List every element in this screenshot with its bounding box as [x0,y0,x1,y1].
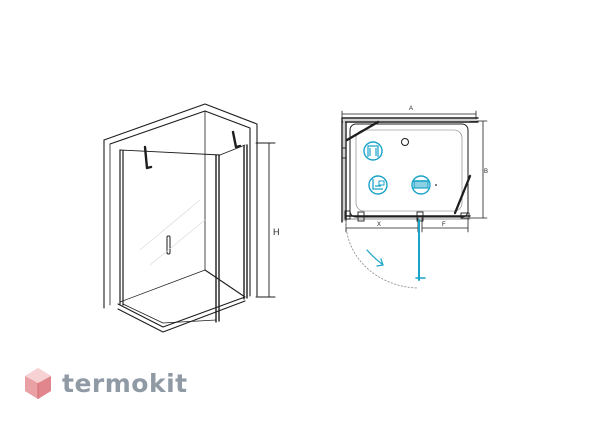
depth-b-label: B [484,169,488,175]
faucet-icon [368,175,388,195]
front-right-profile [243,144,248,300]
shower-top-view [341,110,488,289]
door-swing-arc [345,221,419,289]
plan-wall [341,117,479,223]
termokit-logo-icon [25,368,51,399]
plan-icons [363,141,431,195]
wall-outline [103,103,258,309]
plan-stabiliser-left [345,120,380,142]
drain-icon [401,138,409,146]
door-swing-arrow-icon [366,249,383,265]
glass-reflection [139,199,206,266]
plan-stabiliser-right [453,174,472,215]
fixed-f-dimension [421,217,469,233]
plan-right-end [460,212,470,219]
glass-bottom [122,303,217,324]
arrow-head [376,258,384,267]
shower-3d-view [103,103,276,333]
plan-tray-inner [355,129,463,212]
door-open-indicator [366,219,426,281]
plan-left-bottom [344,210,351,220]
stabiliser-bar-left [143,145,153,170]
shower-tray [117,269,246,333]
brand-name: termokit [62,369,188,398]
height-dimension [255,142,276,298]
small-dot [435,184,437,186]
door-x-dimension [345,217,419,233]
plan-left-profile [341,147,347,159]
tray-back [119,269,206,303]
plan-front-fixed [357,211,365,222]
width-a-label: A [409,106,413,112]
door-handle-icon [166,235,171,255]
side-panel-profile [119,149,124,306]
door-x-label: X [377,222,381,228]
front-profile [215,154,220,323]
stabiliser-bar-right [231,130,242,149]
plan-tray [349,123,469,218]
shower-door-icon [363,141,383,161]
plan-wall-hatch-left [343,119,345,221]
plan-wall-hatch [343,119,477,121]
shower-panel-icon [411,175,431,195]
fixed-f-label: F [442,222,446,228]
glass-top-frame [119,144,246,156]
height-label: H [273,227,280,237]
